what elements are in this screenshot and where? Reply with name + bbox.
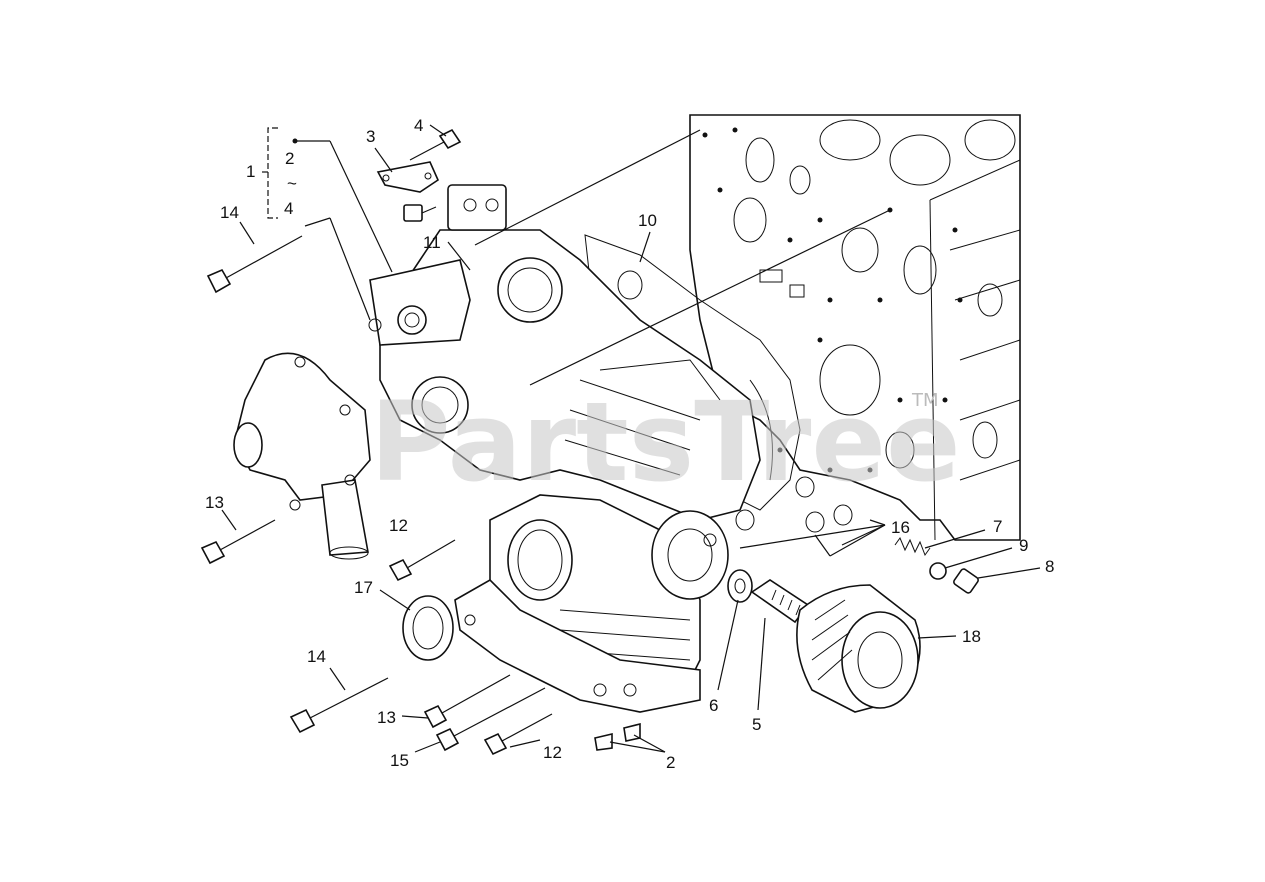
callout-7: 7 [993, 517, 1002, 536]
callout-14-upper: 14 [220, 203, 239, 222]
thermostat-housing [368, 259, 471, 346]
callout-16: 16 [891, 518, 910, 537]
group-number: 1 [246, 162, 255, 181]
bracket [376, 161, 440, 193]
callout-labels: 2 3 4 5 6 7 8 9 10 11 12 12 13 13 14 14 … [205, 116, 1054, 772]
callout-8: 8 [1045, 557, 1054, 576]
callout-11: 11 [423, 233, 441, 252]
callout-10: 10 [638, 211, 657, 230]
engine-block [689, 114, 1021, 541]
washer [727, 569, 753, 603]
group-range-end: 4 [284, 199, 293, 218]
watermark-text: PartsTree [370, 378, 961, 506]
leader-dot [292, 138, 298, 144]
oil-filter [796, 584, 921, 713]
front-cover-lower [454, 494, 701, 713]
group-range-start: 2 [285, 149, 294, 168]
water-pump [233, 352, 371, 560]
callout-14-lower: 14 [307, 647, 326, 666]
callout-13-lower: 13 [377, 708, 396, 727]
callout-6: 6 [709, 696, 718, 715]
bolts [200, 128, 641, 756]
o-rings [735, 476, 853, 533]
relief-valve-parts [894, 536, 979, 594]
callout-17: 17 [354, 578, 373, 597]
callout-13-left: 13 [205, 493, 224, 512]
oil-seal [402, 595, 454, 661]
group-label: 1 2 ~ 4 [246, 149, 297, 218]
leader-lines [221, 124, 1041, 753]
callout-9: 9 [1019, 536, 1028, 555]
callout-15: 15 [390, 751, 409, 770]
watermark-trademark: TM [911, 390, 939, 411]
plug-bolt [403, 204, 437, 222]
oil-filter-flange [651, 510, 729, 600]
callout-4: 4 [414, 116, 423, 135]
callout-18: 18 [962, 627, 981, 646]
gear-case [379, 184, 761, 521]
callout-5: 5 [752, 715, 761, 734]
callout-3: 3 [366, 127, 375, 146]
watermark: PartsTree TM [370, 378, 961, 506]
callout-12-upper: 12 [389, 516, 408, 535]
callout-12-lower: 12 [543, 743, 562, 762]
callout-2: 2 [666, 753, 675, 772]
group-range-sep: ~ [287, 174, 297, 193]
